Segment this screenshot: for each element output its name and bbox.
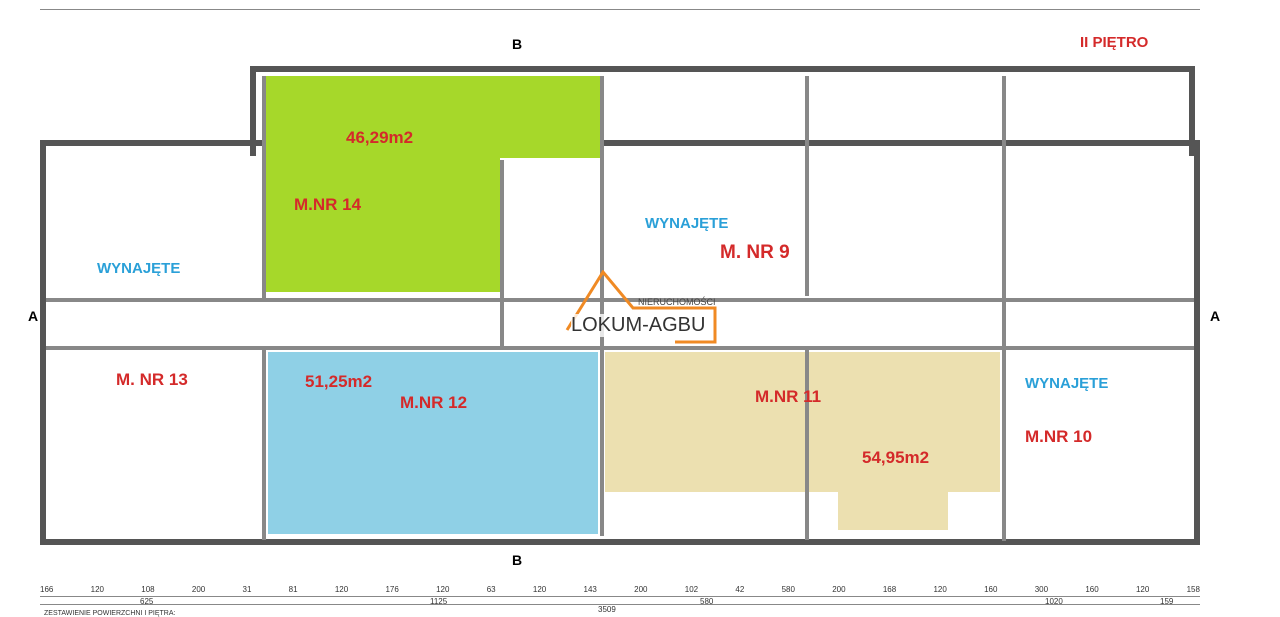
- dimension-line: [40, 9, 1200, 10]
- dim: 120: [436, 585, 450, 594]
- unit-area: 51,25m2: [305, 372, 373, 391]
- unit-label: M.NR 10: [1025, 427, 1093, 446]
- unit-wall: [805, 350, 809, 540]
- unit-wall: [805, 76, 809, 296]
- dim: 120: [90, 585, 104, 594]
- dim: 120: [334, 585, 349, 594]
- unit-wall: [1002, 76, 1006, 541]
- footer-caption: ZESTAWIENIE POWIERZCHNI I PIĘTRA:: [44, 610, 176, 617]
- dim: 160: [1085, 585, 1099, 594]
- stairwell-wall: [500, 160, 504, 350]
- dim-total: 1020: [1045, 597, 1063, 606]
- section-mark: A: [28, 308, 39, 324]
- unit-status: WYNAJĘTE: [97, 260, 181, 277]
- logo-text: LOKUM-AGBU: [571, 314, 706, 337]
- unit-wall: [262, 76, 266, 298]
- dim: 102: [684, 585, 699, 594]
- logo-roof-icon: [565, 269, 717, 344]
- dim: 300: [1034, 585, 1049, 594]
- unit-14-area-fill: [262, 76, 602, 158]
- unit-status: WYNAJĘTE: [1025, 375, 1109, 392]
- dim: 158: [1186, 585, 1200, 594]
- dim: 31: [242, 585, 252, 594]
- section-mark: A: [1210, 308, 1221, 324]
- corridor-wall: [46, 298, 1194, 302]
- dim: 168: [882, 585, 897, 594]
- dim-total: 580: [700, 597, 714, 606]
- logo: NIERUCHOMOŚCI LOKUM-AGBU: [565, 269, 720, 348]
- unit-label: M. NR 13: [116, 370, 188, 389]
- dimension-line: [40, 604, 1200, 605]
- dim: 120: [933, 585, 947, 594]
- unit-wall: [262, 350, 266, 540]
- dim: 200: [634, 585, 648, 594]
- dim: 580: [781, 585, 795, 594]
- unit-area: 46,29m2: [346, 128, 414, 147]
- unit-11-area-fill: [838, 390, 948, 530]
- floor-title: II PIĘTRO: [1080, 34, 1149, 51]
- dimension-line: [40, 596, 1200, 597]
- unit-area: 54,95m2: [862, 448, 930, 467]
- bottom-dimensions: 166 120 108 200 31 81 120 176 120 63 120 143 200 102 4…: [40, 585, 1200, 594]
- dim: 81: [288, 585, 298, 594]
- dim: 160: [984, 585, 998, 594]
- dim: 120: [1135, 585, 1150, 594]
- stairwell-wall: [600, 76, 604, 536]
- unit-label: M.NR 11: [755, 387, 822, 406]
- unit-label: M.NR 12: [400, 393, 468, 412]
- unit-14-area-fill: [262, 156, 500, 292]
- logo-subtitle: NIERUCHOMOŚCI: [638, 297, 716, 307]
- dim: 42: [735, 585, 745, 594]
- unit-label: M.NR 14: [294, 195, 362, 214]
- dim: 200: [832, 585, 846, 594]
- section-mark: B: [512, 552, 523, 568]
- dim-total: 1125: [430, 597, 448, 606]
- unit-label: M. NR 9: [720, 242, 790, 263]
- dim-total: 159: [1160, 597, 1174, 606]
- unit-12-area-fill: [268, 352, 598, 534]
- dim-total: 625: [140, 597, 154, 606]
- section-mark: B: [512, 36, 523, 52]
- dim: 200: [191, 585, 206, 594]
- dim: 108: [141, 585, 155, 594]
- dim: 166: [40, 585, 54, 594]
- dim: 176: [385, 585, 399, 594]
- dim: 143: [583, 585, 597, 594]
- unit-status: WYNAJĘTE: [645, 215, 729, 232]
- building-outline: [40, 140, 1200, 545]
- dim-overall: 3509: [598, 605, 616, 614]
- dim: 120: [532, 585, 547, 594]
- north-wing-walls: [250, 66, 1195, 156]
- corridor-wall: [46, 346, 1194, 350]
- dim: 63: [486, 585, 496, 594]
